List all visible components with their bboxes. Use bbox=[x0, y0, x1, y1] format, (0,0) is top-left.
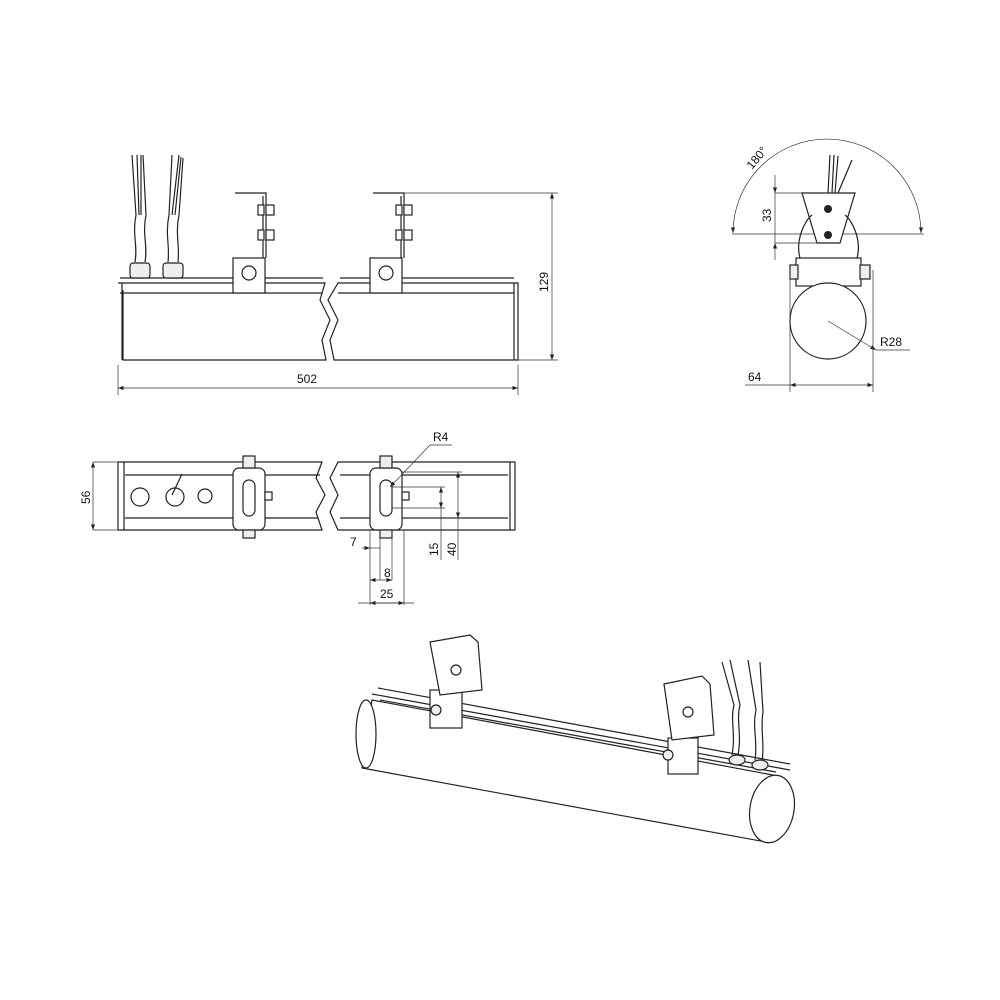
body-right bbox=[327, 282, 519, 361]
iso-bracket-right bbox=[662, 675, 715, 775]
top-width-dimension: 56 bbox=[79, 490, 93, 504]
rotation-angle-label: 180° bbox=[744, 144, 771, 172]
mounting-bracket-left bbox=[232, 192, 275, 294]
bracket-height-dimension: 33 bbox=[760, 208, 774, 222]
dim-40: 40 bbox=[445, 542, 459, 556]
mounting-bracket-right bbox=[369, 192, 413, 294]
slot-radius-label: R4 bbox=[433, 430, 449, 444]
iso-cables bbox=[721, 659, 769, 771]
radius-dimension: R28 bbox=[880, 335, 902, 349]
side-view: 180° R28 33 64 bbox=[730, 138, 924, 392]
iso-bracket-left bbox=[429, 634, 483, 729]
body-left bbox=[118, 282, 331, 361]
length-dimension: 502 bbox=[297, 372, 317, 386]
width-dimension: 64 bbox=[748, 370, 762, 384]
dim-25: 25 bbox=[380, 587, 394, 601]
isometric-view bbox=[355, 634, 796, 844]
dim-7: 7 bbox=[350, 535, 357, 549]
dim-8: 8 bbox=[384, 566, 391, 580]
height-dimension: 129 bbox=[537, 272, 551, 292]
cable-glands bbox=[129, 154, 184, 279]
top-view: 56 R4 15 40 7 8 25 bbox=[79, 430, 516, 606]
bracket-top-right bbox=[369, 455, 410, 539]
bracket-top-left bbox=[232, 455, 273, 539]
front-view: 129 502 bbox=[117, 154, 558, 395]
dim-15: 15 bbox=[427, 542, 441, 556]
